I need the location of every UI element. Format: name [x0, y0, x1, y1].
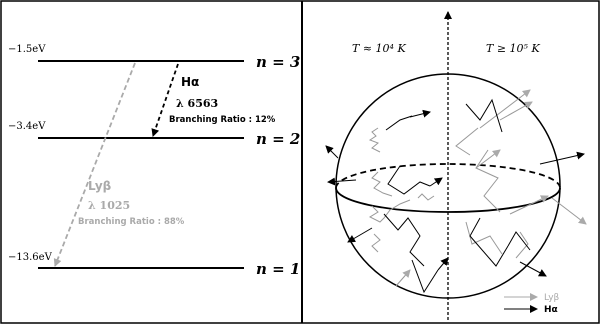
- lybeta-random-walk: [368, 127, 381, 153]
- halpha-escape-arrow: [437, 257, 449, 271]
- halpha-name: Hα: [181, 75, 199, 89]
- halpha-escape-arrow: [539, 151, 585, 165]
- halpha-escape-arrow: [347, 227, 373, 243]
- lybeta-random-walk: [465, 221, 503, 255]
- lybeta-escape-arrow: [551, 197, 587, 225]
- halpha-random-walk: [465, 98, 503, 133]
- level-n1-label: n = 1: [256, 260, 300, 278]
- lybeta-escape-arrow: [395, 269, 411, 287]
- lybeta-random-walk: [455, 127, 479, 156]
- level-n3-label: n = 3: [256, 53, 300, 71]
- halpha-random-walk: [469, 217, 509, 267]
- lybeta-random-walk: [515, 231, 529, 259]
- halpha-wavelength: λ 6563: [176, 97, 218, 110]
- regime-hot-label: T ≥ 10⁵ K: [486, 42, 540, 55]
- lybeta-random-walk: [417, 193, 435, 201]
- regime-cool-label: T ≈ 10⁴ K: [352, 42, 406, 55]
- halpha-escape-arrow: [519, 261, 547, 277]
- lybeta-branching-ratio: Branching Ratio : 88%: [78, 217, 185, 227]
- level-n3-energy: −1.5eV: [8, 44, 46, 55]
- energy-level-panel: −1.5eV −3.4eV −13.6eV n = 3 n = 2 n = 1 …: [8, 44, 300, 278]
- scattering-sphere-panel: T ≈ 10⁴ K T ≥ 10⁵ K: [325, 11, 587, 320]
- lybeta-transition-arrow: [53, 62, 136, 267]
- lybeta-escape-arrow: [475, 149, 501, 169]
- lybeta-name: Lyβ: [88, 179, 112, 193]
- halpha-escape-arrow: [409, 109, 431, 118]
- halpha-random-walk: [411, 259, 439, 294]
- lybeta-escape-arrow: [479, 89, 531, 129]
- halpha-random-walk: [507, 231, 531, 251]
- lybeta-escape-arrow: [499, 101, 533, 121]
- level-n2-label: n = 2: [256, 130, 300, 148]
- halpha-escape-arrow: [325, 145, 339, 159]
- halpha-random-walk: [387, 165, 431, 195]
- halpha-random-walk: [385, 115, 413, 131]
- legend-lybeta-label: Lyβ: [544, 293, 560, 303]
- halpha-transition-arrow: [151, 63, 179, 137]
- halpha-escape-arrow: [429, 177, 443, 187]
- lybeta-random-walk: [368, 199, 411, 223]
- level-n2-energy: −3.4eV: [8, 121, 46, 132]
- halpha-escape-arrow: [327, 177, 357, 186]
- halpha-random-walk: [383, 213, 425, 267]
- lybeta-random-walk: [371, 233, 381, 253]
- lybeta-random-walk: [371, 171, 393, 197]
- lybeta-random-walk: [475, 149, 501, 213]
- level-n1-energy: −13.6eV: [8, 252, 53, 263]
- lybeta-wavelength: λ 1025: [88, 199, 130, 212]
- legend-halpha-label: Hα: [544, 305, 558, 315]
- lybeta-escape-arrow: [509, 195, 549, 215]
- halpha-branching-ratio: Branching Ratio : 12%: [169, 115, 276, 125]
